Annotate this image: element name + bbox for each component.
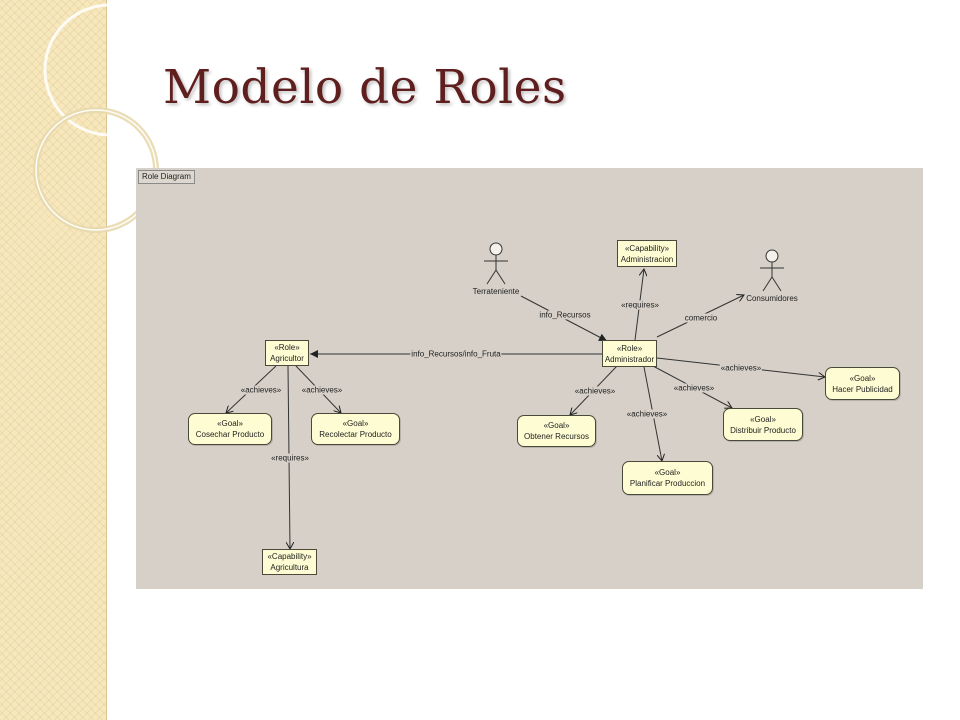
diagram-edges: [136, 168, 923, 589]
edge-label-achieves-obtener: «achieves»: [573, 386, 617, 396]
stereotype-label: «Role»: [274, 343, 300, 352]
edge-label-achieves-planificar: «achieves»: [625, 409, 669, 419]
stereotype-label: «Goal»: [849, 373, 876, 383]
diagram-frame-label: Role Diagram: [138, 170, 195, 184]
capability-name: Agricultura: [270, 563, 309, 572]
actor-name: Terrateniente: [472, 287, 520, 296]
role-agricultor: «Role» Agricultor: [265, 340, 309, 366]
actor-terrateniente: Terrateniente: [471, 242, 521, 296]
goal-hacer-publicidad: «Goal» Hacer Publicidad: [825, 367, 900, 400]
actor-consumidores: Consumidores: [742, 249, 802, 303]
stereotype-label: «Goal»: [654, 468, 681, 477]
stereotype-label: «Goal»: [543, 421, 570, 430]
goal-name: Distribuir Producto: [730, 425, 796, 435]
edge-label-info-recursos-fruta: info_Recursos/info_Fruta: [410, 349, 502, 359]
capability-name: Administracion: [620, 254, 674, 264]
goal-obtener-recursos: «Goal» Obtener Recursos: [517, 415, 596, 447]
goal-name: Cosechar Producto: [195, 430, 265, 439]
capability-agricultura: «Capability» Agricultura: [262, 549, 317, 575]
goal-distribuir-producto: «Goal» Distribuir Producto: [723, 408, 803, 441]
stick-figure-icon: [760, 249, 784, 292]
stereotype-label: «Capability»: [267, 552, 312, 561]
goal-name: Recolectar Producto: [319, 430, 392, 439]
goal-name: Planificar Produccion: [629, 479, 706, 488]
edge-label-requires-administracion: «requires»: [620, 300, 660, 310]
goal-planificar-produccion: «Goal» Planificar Produccion: [622, 461, 713, 495]
stereotype-label: «Role»: [616, 343, 643, 353]
stereotype-label: «Capability»: [624, 243, 670, 253]
goal-name: Obtener Recursos: [524, 432, 589, 441]
edge-label-achieves-publicidad: «achieves»: [719, 363, 763, 373]
slide-sidebar-decoration: [0, 0, 107, 720]
stereotype-label: «Goal»: [342, 419, 369, 428]
edge-label-comercio: comercio: [683, 313, 719, 323]
goal-recolectar-producto: «Goal» Recolectar Producto: [311, 413, 400, 445]
role-name: Agricultor: [270, 354, 304, 363]
role-diagram: Role Diagram: [136, 168, 923, 589]
goal-name: Hacer Publicidad: [832, 384, 893, 394]
stereotype-label: «Goal»: [750, 414, 776, 424]
edge-label-achieves-distribuir: «achieves»: [672, 383, 716, 393]
role-name: Administrador: [604, 354, 655, 364]
goal-cosechar-producto: «Goal» Cosechar Producto: [188, 413, 272, 445]
actor-name: Consumidores: [746, 294, 798, 303]
stick-figure-icon: [484, 242, 508, 285]
edge-label-achieves-recolectar: «achieves»: [300, 385, 344, 395]
capability-administracion: «Capability» Administracion: [617, 240, 677, 267]
role-administrador: «Role» Administrador: [602, 340, 657, 367]
edge-label-requires-agricultura: «requires»: [270, 453, 310, 463]
slide-title: Modelo de Roles: [163, 60, 567, 115]
edge-label-achieves-cosechar: «achieves»: [239, 385, 283, 395]
edge-label-info-recursos: info_Recursos: [538, 310, 592, 320]
stereotype-label: «Goal»: [217, 419, 243, 428]
